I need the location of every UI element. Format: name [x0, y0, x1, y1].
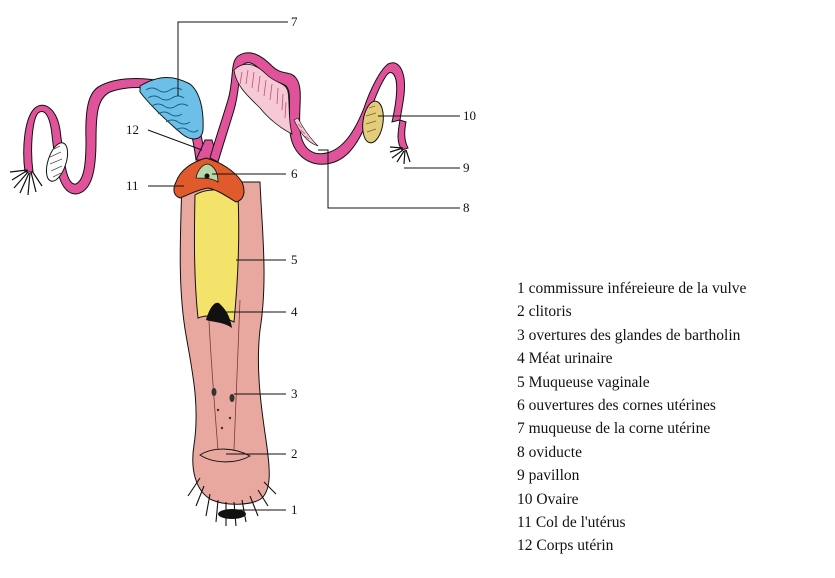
callout-6: 6	[291, 166, 298, 181]
callout-11: 11	[126, 178, 139, 193]
vaginal-mucosa	[194, 190, 238, 322]
legend-item: 12 Corps utérin	[517, 534, 832, 557]
callout-7: 7	[291, 14, 298, 29]
left-pavillon-fringe	[10, 170, 42, 195]
left-horn-mucosa	[140, 78, 203, 139]
callout-2: 2	[291, 446, 298, 461]
callout-3: 3	[291, 386, 298, 401]
legend-item: 2 clitoris	[517, 300, 832, 323]
legend-item: 7 muqueuse de la corne utérine	[517, 417, 832, 440]
callout-12: 12	[126, 122, 139, 137]
right-pavillon	[390, 120, 410, 164]
legend-item: 1 commissure inféreieure de la vulve	[517, 277, 832, 300]
legend-item: 8 oviducte	[517, 441, 832, 464]
callout-10: 10	[463, 108, 476, 123]
legend-item: 3 overtures des glandes de bartholin	[517, 324, 832, 347]
legend-item: 6 ouvertures des cornes utérines	[517, 394, 832, 417]
callout-4: 4	[291, 304, 298, 319]
legend-item: 11 Col de l'utérus	[517, 511, 832, 534]
callout-1: 1	[291, 502, 298, 517]
legend: 1 commissure inféreieure de la vulve 2 c…	[517, 277, 832, 558]
legend-item: 4 Méat urinaire	[517, 347, 832, 370]
callout-8: 8	[463, 200, 470, 215]
legend-item: 10 Ovaire	[517, 488, 832, 511]
legend-item: 5 Muqueuse vaginale	[517, 371, 832, 394]
callout-5: 5	[291, 252, 298, 267]
callout-9: 9	[463, 160, 470, 175]
legend-item: 9 pavillon	[517, 464, 832, 487]
